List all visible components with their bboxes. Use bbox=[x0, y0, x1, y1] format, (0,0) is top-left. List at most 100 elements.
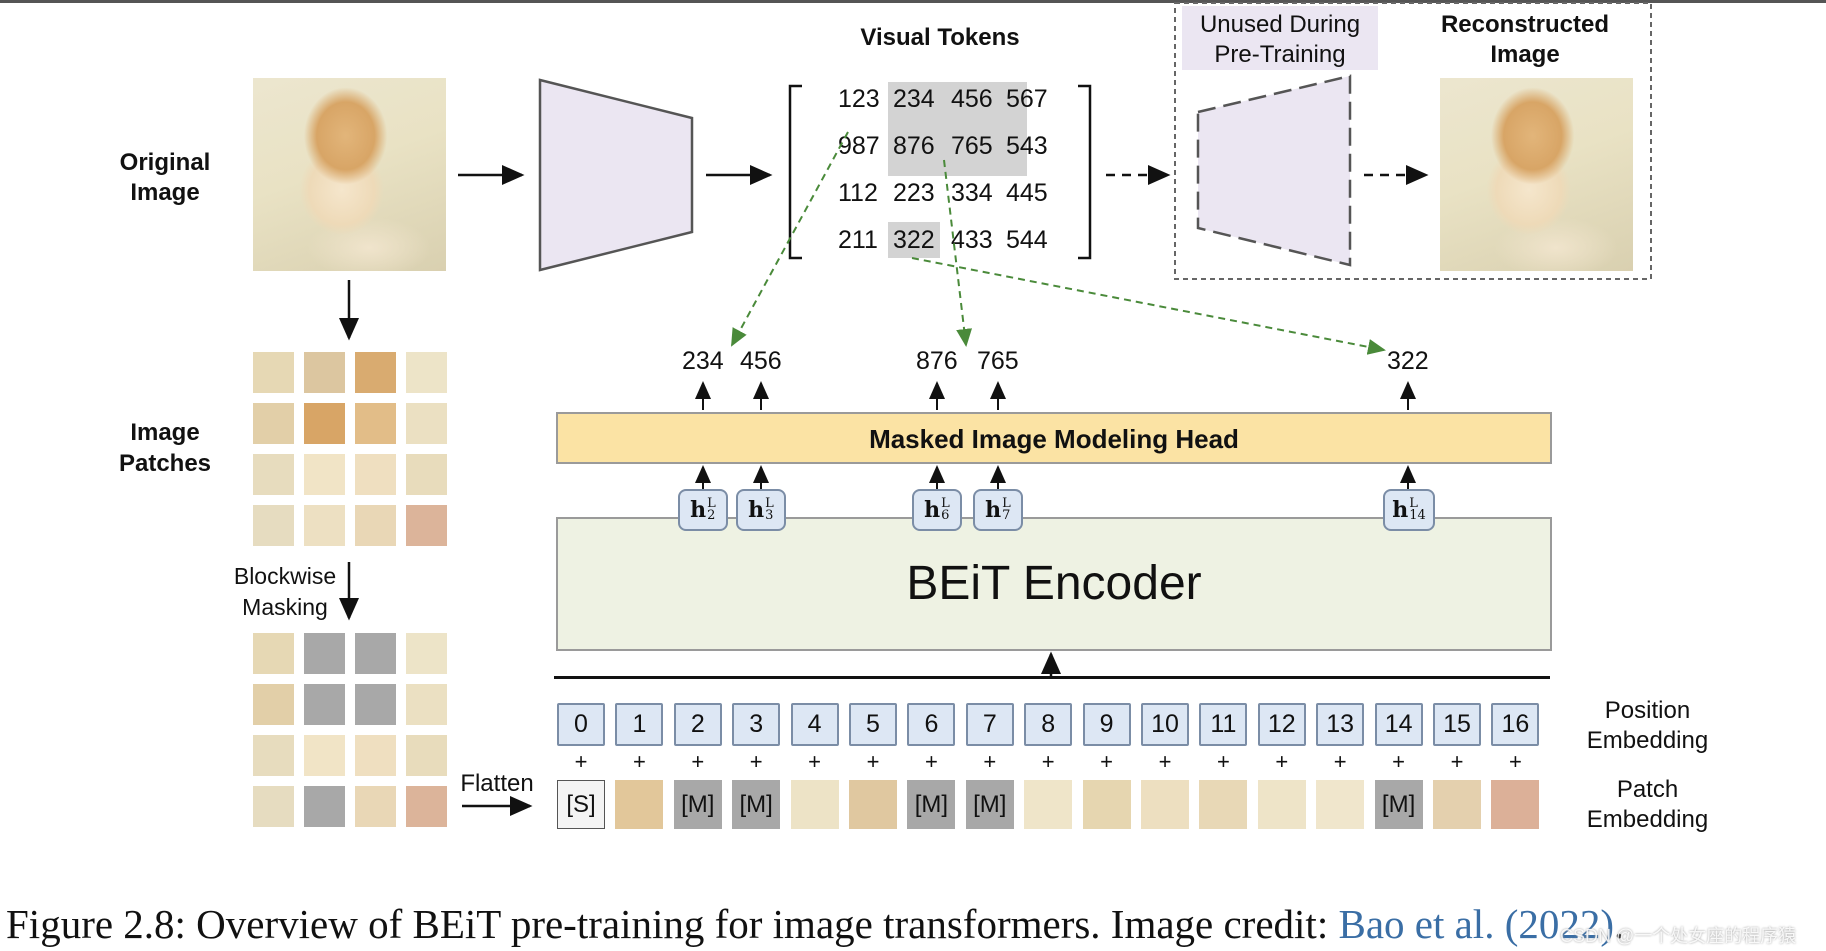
visual-token: 445 bbox=[1006, 179, 1048, 207]
visual-token: 433 bbox=[951, 226, 993, 254]
visual-token: 543 bbox=[1006, 132, 1048, 160]
position-box: 11 bbox=[1199, 703, 1248, 746]
visual-token: 987 bbox=[838, 132, 880, 160]
flatten-label: Flatten bbox=[460, 770, 534, 797]
image-patch bbox=[355, 505, 396, 546]
dashed-arrow-234-456 bbox=[731, 131, 849, 347]
image-patch bbox=[355, 633, 396, 674]
plus-sign: + bbox=[1216, 749, 1230, 774]
patch-embedding-box bbox=[1024, 780, 1073, 829]
token-highlight-bottom bbox=[888, 222, 940, 258]
patch-embedding-box: [S] bbox=[557, 780, 605, 829]
original-image bbox=[253, 78, 446, 271]
position-box: 0 bbox=[557, 703, 605, 746]
patch-embedding-box: [M] bbox=[907, 780, 956, 829]
patch-embedding-box bbox=[1491, 780, 1540, 829]
image-patches-label: Image Patches bbox=[118, 419, 212, 477]
image-patch bbox=[253, 735, 294, 776]
image-patch bbox=[304, 403, 345, 444]
blockwise-masking-label: Blockwise Masking bbox=[233, 563, 337, 620]
image-patch bbox=[355, 454, 396, 495]
image-patch bbox=[406, 633, 447, 674]
position-box: 12 bbox=[1257, 703, 1306, 746]
dashed-arrow-322 bbox=[911, 257, 1386, 355]
visual-tokens-label: Visual Tokens bbox=[860, 24, 1020, 51]
image-patch bbox=[355, 735, 396, 776]
visual-token: 544 bbox=[1006, 226, 1048, 254]
patch-embedding-box bbox=[1141, 780, 1189, 829]
caption-link[interactable]: Bao et al. (2022) bbox=[1338, 901, 1614, 947]
image-patch bbox=[304, 454, 345, 495]
patch-embedding-box bbox=[1316, 780, 1365, 829]
reconstructed-image-label: Reconstructed Image bbox=[1440, 11, 1610, 68]
image-patch bbox=[253, 454, 294, 495]
patch-embedding-box bbox=[1433, 780, 1481, 829]
plus-sign: + bbox=[1158, 749, 1172, 774]
patch-embedding-box: [M] bbox=[732, 780, 781, 829]
image-patch bbox=[406, 352, 447, 393]
plus-sign: + bbox=[983, 749, 997, 774]
image-patch bbox=[406, 684, 447, 725]
visual-token: 876 bbox=[893, 132, 935, 160]
image-patch bbox=[355, 786, 396, 827]
plus-sign: + bbox=[924, 749, 938, 774]
image-patch bbox=[304, 633, 345, 674]
plus-sign: + bbox=[866, 749, 880, 774]
image-patch bbox=[406, 454, 447, 495]
token-highlight-top2 bbox=[968, 82, 1027, 176]
image-patch bbox=[406, 505, 447, 546]
visual-token: 456 bbox=[951, 85, 993, 113]
image-patch bbox=[355, 684, 396, 725]
plus-sign: + bbox=[749, 749, 763, 774]
top-rule bbox=[0, 0, 1826, 3]
image-patch bbox=[355, 352, 396, 393]
patch-embedding-box: [M] bbox=[673, 780, 722, 829]
visual-token: 234 bbox=[893, 85, 935, 113]
position-box: 13 bbox=[1316, 703, 1365, 746]
plus-sign: + bbox=[574, 749, 588, 774]
predicted-token: 765 bbox=[977, 347, 1019, 375]
predicted-token: 876 bbox=[916, 347, 958, 375]
embedding-rule bbox=[554, 676, 1550, 679]
position-box: 16 bbox=[1491, 703, 1540, 746]
predicted-token: 234 bbox=[682, 347, 724, 375]
image-patch bbox=[253, 403, 294, 444]
image-patch bbox=[304, 684, 345, 725]
caption-end: . bbox=[1614, 901, 1625, 947]
beit-encoder bbox=[556, 517, 1552, 651]
plus-sign: + bbox=[808, 749, 822, 774]
token-bracket-left bbox=[788, 84, 802, 260]
position-box: 7 bbox=[965, 703, 1014, 746]
visual-token: 223 bbox=[893, 179, 935, 207]
image-patch bbox=[406, 403, 447, 444]
plus-sign: + bbox=[1392, 749, 1406, 774]
image-patch bbox=[253, 786, 294, 827]
predicted-token: 456 bbox=[740, 347, 782, 375]
visual-token: 334 bbox=[951, 179, 993, 207]
position-box: 5 bbox=[849, 703, 897, 746]
watermark: CSDN @一个处女座的程序猿 bbox=[1560, 926, 1797, 946]
patch-embedding-box: [M] bbox=[1374, 780, 1423, 829]
position-embedding-label: Position Embedding bbox=[1586, 697, 1709, 754]
plus-sign: + bbox=[691, 749, 705, 774]
mim-head-label: Masked Image Modeling Head bbox=[869, 424, 1239, 454]
unused-during-pretraining-label: Unused During Pre-Training bbox=[1199, 11, 1361, 68]
position-box: 14 bbox=[1374, 703, 1423, 746]
position-box: 6 bbox=[907, 703, 956, 746]
position-box: 4 bbox=[790, 703, 839, 746]
image-patch bbox=[406, 735, 447, 776]
position-box: 9 bbox=[1082, 703, 1131, 746]
position-box: 8 bbox=[1024, 703, 1073, 746]
image-patch bbox=[253, 352, 294, 393]
plus-sign: + bbox=[1275, 749, 1289, 774]
visual-token: 765 bbox=[951, 132, 993, 160]
image-patch bbox=[253, 633, 294, 674]
position-box: 10 bbox=[1141, 703, 1189, 746]
plus-sign: + bbox=[1100, 749, 1114, 774]
image-patch bbox=[304, 505, 345, 546]
